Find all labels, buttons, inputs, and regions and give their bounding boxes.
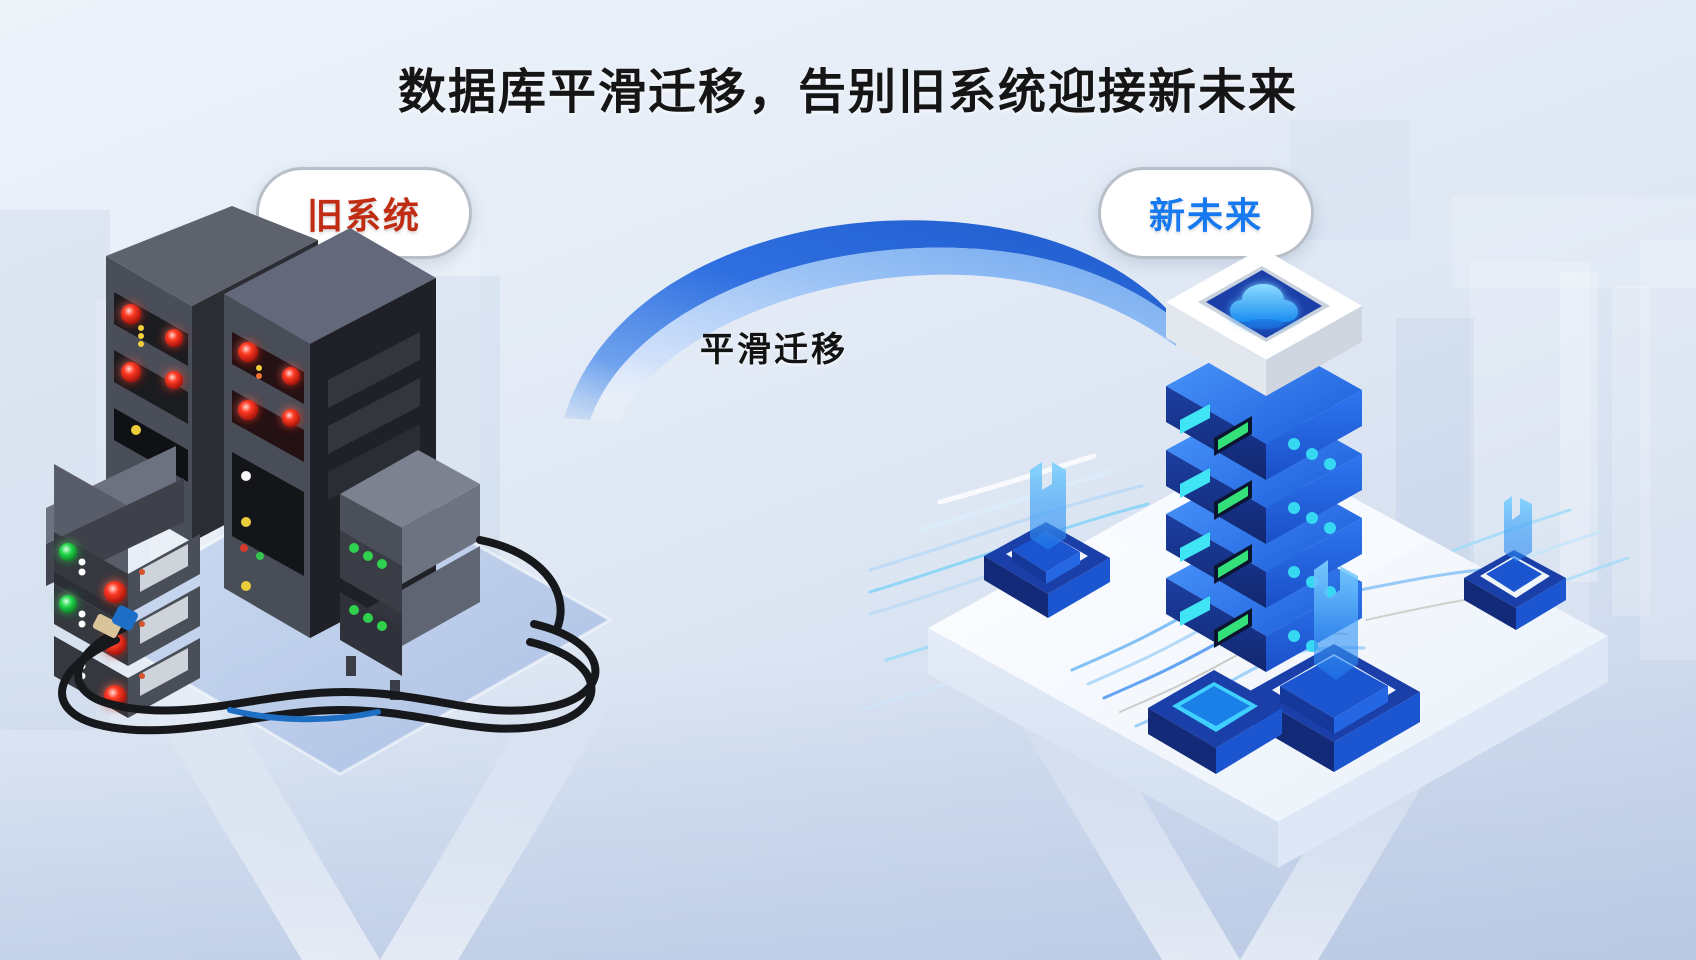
cloud-icon xyxy=(1230,284,1298,329)
badge-old-system-label: 旧系统 xyxy=(306,195,421,236)
cloud-platform-scene xyxy=(858,240,1670,868)
cloud-server-stack xyxy=(1166,248,1362,672)
legacy-cable-plug xyxy=(92,605,138,638)
chip-pedestal-left xyxy=(984,462,1110,618)
chip-flat-front xyxy=(1148,670,1282,774)
chip-pedestal-right xyxy=(1464,496,1566,630)
legacy-switch-unit xyxy=(340,450,480,700)
legacy-server-stack-front xyxy=(46,446,200,718)
cloud-server-cap xyxy=(1166,248,1362,396)
migration-arc xyxy=(520,180,1180,420)
page-title: 数据库平滑迁移，告别旧系统迎接新未来 xyxy=(397,66,1298,119)
badge-new-future[interactable]: 新未来 xyxy=(1098,167,1314,259)
legacy-cables xyxy=(58,536,600,735)
badge-new-future-label: 新未来 xyxy=(1148,195,1263,236)
legacy-server-scene xyxy=(10,206,710,800)
migration-label: 平滑迁移 xyxy=(700,331,848,369)
